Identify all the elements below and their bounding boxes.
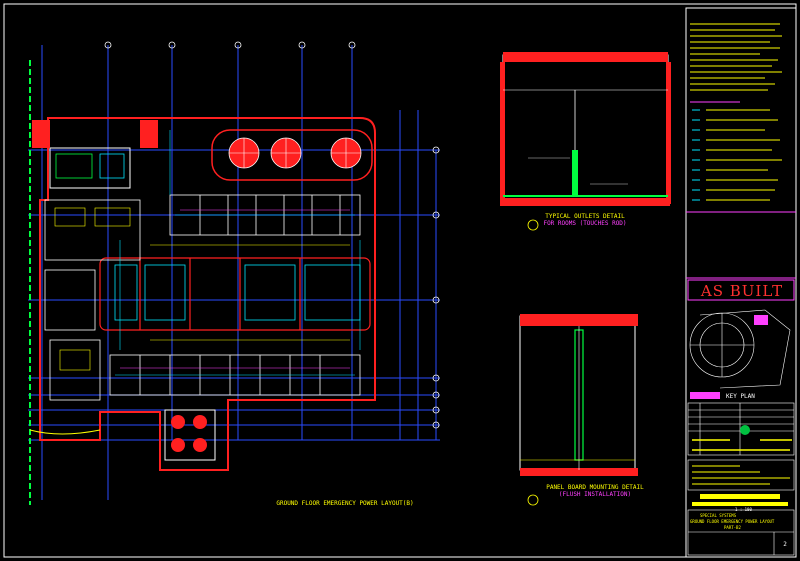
left-block: [44, 199, 141, 401]
drawing-title-line-2: GROUND FLOOR EMERGENCY POWER LAYOUT: [690, 519, 775, 524]
detail-panel-board: [519, 314, 638, 506]
sheet-number: 2: [783, 541, 787, 548]
grid-bubbles: [104, 41, 440, 429]
plan-caption: GROUND FLOOR EMERGENCY POWER LAYOUT(B): [276, 500, 414, 507]
drawing-title-line-1: SPECIAL SYSTEMS: [700, 513, 737, 518]
central-corridor: [99, 257, 371, 331]
legend: [690, 101, 782, 201]
as-built-stamp: AS BUILT: [700, 282, 784, 300]
key-plan-label: KEY PLAN: [726, 393, 755, 400]
conduit-riser: [572, 150, 578, 196]
grid-lines-vertical: [41, 45, 437, 500]
detail-2-subtitle: (FLUSH INSTALLATION): [558, 491, 632, 498]
generator-enclosure: [211, 129, 373, 181]
building-outline: [39, 117, 376, 471]
grid-lines-horizontal: [28, 149, 440, 441]
detail-2-caption: PANEL BOARD MOUNTING DETAIL (FLUSH INSTA…: [535, 484, 655, 498]
scale-text: 1 : 100: [735, 507, 752, 512]
logo: [740, 425, 750, 435]
detail-2-title: PANEL BOARD MOUNTING DETAIL: [546, 484, 644, 491]
detail-outlets: [500, 52, 671, 231]
floor-plan: [28, 41, 440, 505]
title-block: [685, 7, 797, 558]
detail-1-caption: TYPICAL OUTLETS DETAIL FOR ROOMS (TOUCHE…: [530, 213, 640, 227]
plant-room: [49, 147, 131, 189]
tank-enclosure: [164, 409, 216, 461]
key-plan-highlight: [754, 315, 768, 325]
stair-left: [32, 120, 50, 148]
key-plan-graphic: [689, 309, 791, 389]
drawing-title-line-3: PART-B2: [724, 525, 741, 530]
detail-1-title: TYPICAL OUTLETS DETAIL: [545, 213, 625, 220]
ground-slab: [500, 198, 670, 206]
stair-right: [140, 120, 158, 148]
detail-1-subtitle: FOR ROOMS (TOUCHES ROD): [543, 220, 627, 227]
wiring-yellow: [150, 244, 350, 341]
wiring: [115, 130, 361, 376]
